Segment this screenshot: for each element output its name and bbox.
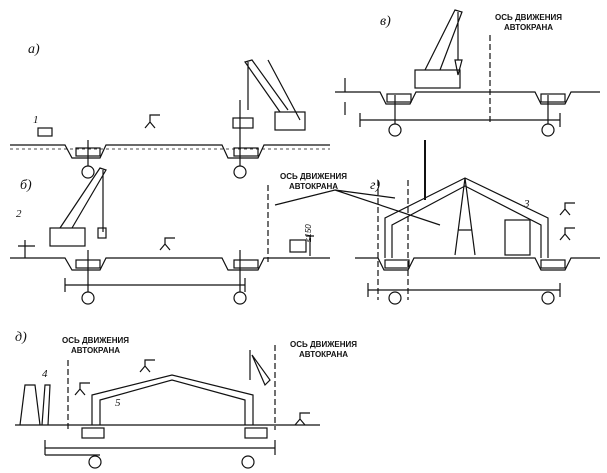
- crane-icon: [49, 167, 107, 247]
- marker-2: 2: [16, 208, 22, 220]
- frame: [91, 374, 254, 425]
- clearance-dimension: ≤150: [304, 224, 313, 242]
- panel-label-a: а): [28, 42, 40, 57]
- crane-icon: [414, 9, 463, 89]
- marker-5: 5: [115, 397, 121, 409]
- panel-v-drawing: [335, 9, 600, 137]
- axis-line1: ОСЬ ДВИЖЕНИЯ: [290, 340, 358, 349]
- panel-label-g: г): [370, 178, 381, 193]
- axis-marker: [233, 165, 247, 179]
- level-mark: [144, 114, 160, 129]
- element-3: [504, 219, 531, 256]
- axis-line1: ОСЬ ДВИЖЕНИЯ: [280, 172, 348, 181]
- axis-line1: ОСЬ ДВИЖЕНИЯ: [495, 13, 563, 22]
- element-4: [19, 384, 51, 426]
- axis-line2: АВТОКРАНА: [71, 346, 121, 355]
- marker-3: 3: [524, 198, 530, 210]
- marker-1: 1: [33, 114, 39, 126]
- element-1: [37, 127, 53, 137]
- marker-4: 4: [42, 368, 48, 380]
- axis-line2: АВТОКРАНА: [289, 182, 339, 191]
- panel-d-drawing: [15, 345, 320, 469]
- support-tower: [454, 177, 476, 256]
- panel-label-d: д): [15, 330, 27, 345]
- axis-line2: АВТОКРАНА: [299, 350, 349, 359]
- panel-a-drawing: [10, 59, 330, 179]
- element-stack: [289, 239, 307, 253]
- crane-icon: [232, 59, 306, 131]
- panel-label-v: в): [380, 14, 391, 29]
- panel-label-b: б): [20, 178, 32, 193]
- axis-line2: АВТОКРАНА: [504, 23, 554, 32]
- axis-line1: ОСЬ ДВИЖЕНИЯ: [62, 336, 130, 345]
- axis-marker: [81, 165, 95, 179]
- panel-b-drawing: [10, 167, 330, 305]
- panel-g-drawing: [274, 140, 600, 305]
